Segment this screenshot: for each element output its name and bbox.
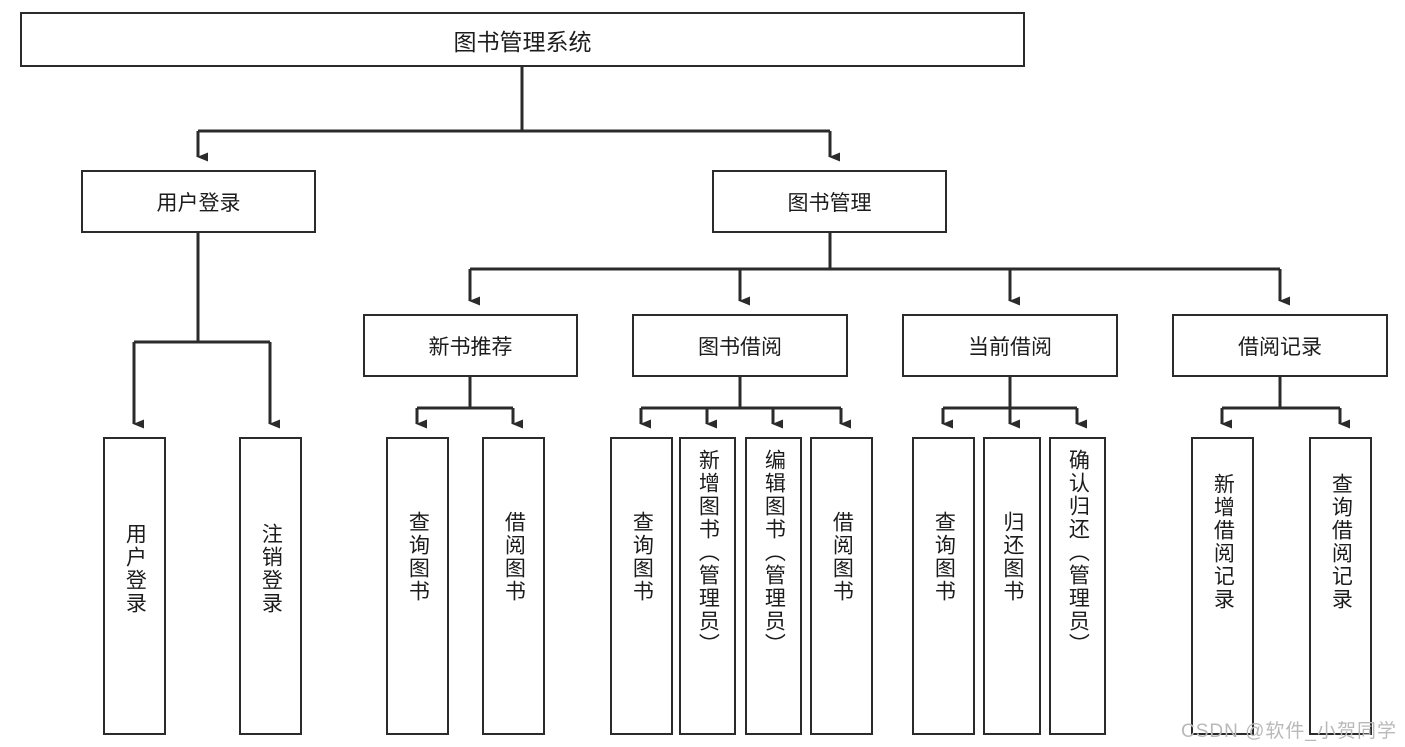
leaf-return-book[interactable]: 归还图书 [983,437,1041,735]
node-book-management[interactable]: 图书管理 [712,170,947,233]
node-new-book-recommend[interactable]: 新书推荐 [363,314,578,377]
node-label: 图书管理 [787,191,872,215]
leaf-label: 新增图书（管理员） [696,449,720,656]
leaf-logout[interactable]: 注销登录 [239,437,302,735]
leaf-edit-book-admin[interactable]: 编辑图书（管理员） [745,437,802,735]
leaf-label: 查询图书 [406,511,430,603]
node-book-borrow[interactable]: 图书借阅 [632,314,848,377]
leaf-label: 查询借阅记录 [1329,473,1353,611]
leaf-label: 确认归还（管理员） [1066,449,1090,656]
leaf-label: 归还图书 [1000,511,1024,603]
leaf-query-book-current[interactable]: 查询图书 [912,437,975,735]
leaf-label: 注销登录 [259,523,283,615]
node-label: 新书推荐 [428,335,513,359]
leaf-add-borrow-record[interactable]: 新增借阅记录 [1191,437,1254,735]
leaf-label: 借阅图书 [830,511,854,603]
node-label: 用户登录 [156,191,241,215]
leaf-label: 编辑图书（管理员） [762,449,786,656]
node-root-book-management-system[interactable]: 图书管理系统 [20,12,1025,67]
node-user-login[interactable]: 用户登录 [81,170,316,233]
leaf-label: 借阅图书 [502,511,526,603]
node-borrow-record[interactable]: 借阅记录 [1172,314,1388,377]
node-label: 借阅记录 [1238,335,1322,359]
leaf-query-book-borrow[interactable]: 查询图书 [610,437,673,735]
leaf-label: 查询图书 [932,511,956,603]
node-label: 图书借阅 [698,335,782,359]
leaf-label: 新增借阅记录 [1211,473,1235,611]
leaf-add-book-admin[interactable]: 新增图书（管理员） [679,437,736,735]
leaf-query-book-recommend[interactable]: 查询图书 [386,437,449,735]
leaf-confirm-return-admin[interactable]: 确认归还（管理员） [1049,437,1106,735]
node-label: 图书管理系统 [453,28,592,55]
node-current-borrow[interactable]: 当前借阅 [902,314,1118,377]
leaf-label: 查询图书 [630,511,654,603]
leaf-borrow-book-recommend[interactable]: 借阅图书 [482,437,545,735]
leaf-user-login[interactable]: 用户登录 [103,437,166,735]
leaf-label: 用户登录 [123,523,147,615]
node-label: 当前借阅 [968,335,1052,359]
leaf-query-borrow-record[interactable]: 查询借阅记录 [1309,437,1372,735]
leaf-borrow-book[interactable]: 借阅图书 [810,437,873,735]
watermark-csdn: CSDN @软件_小贺同学 [1181,721,1397,742]
